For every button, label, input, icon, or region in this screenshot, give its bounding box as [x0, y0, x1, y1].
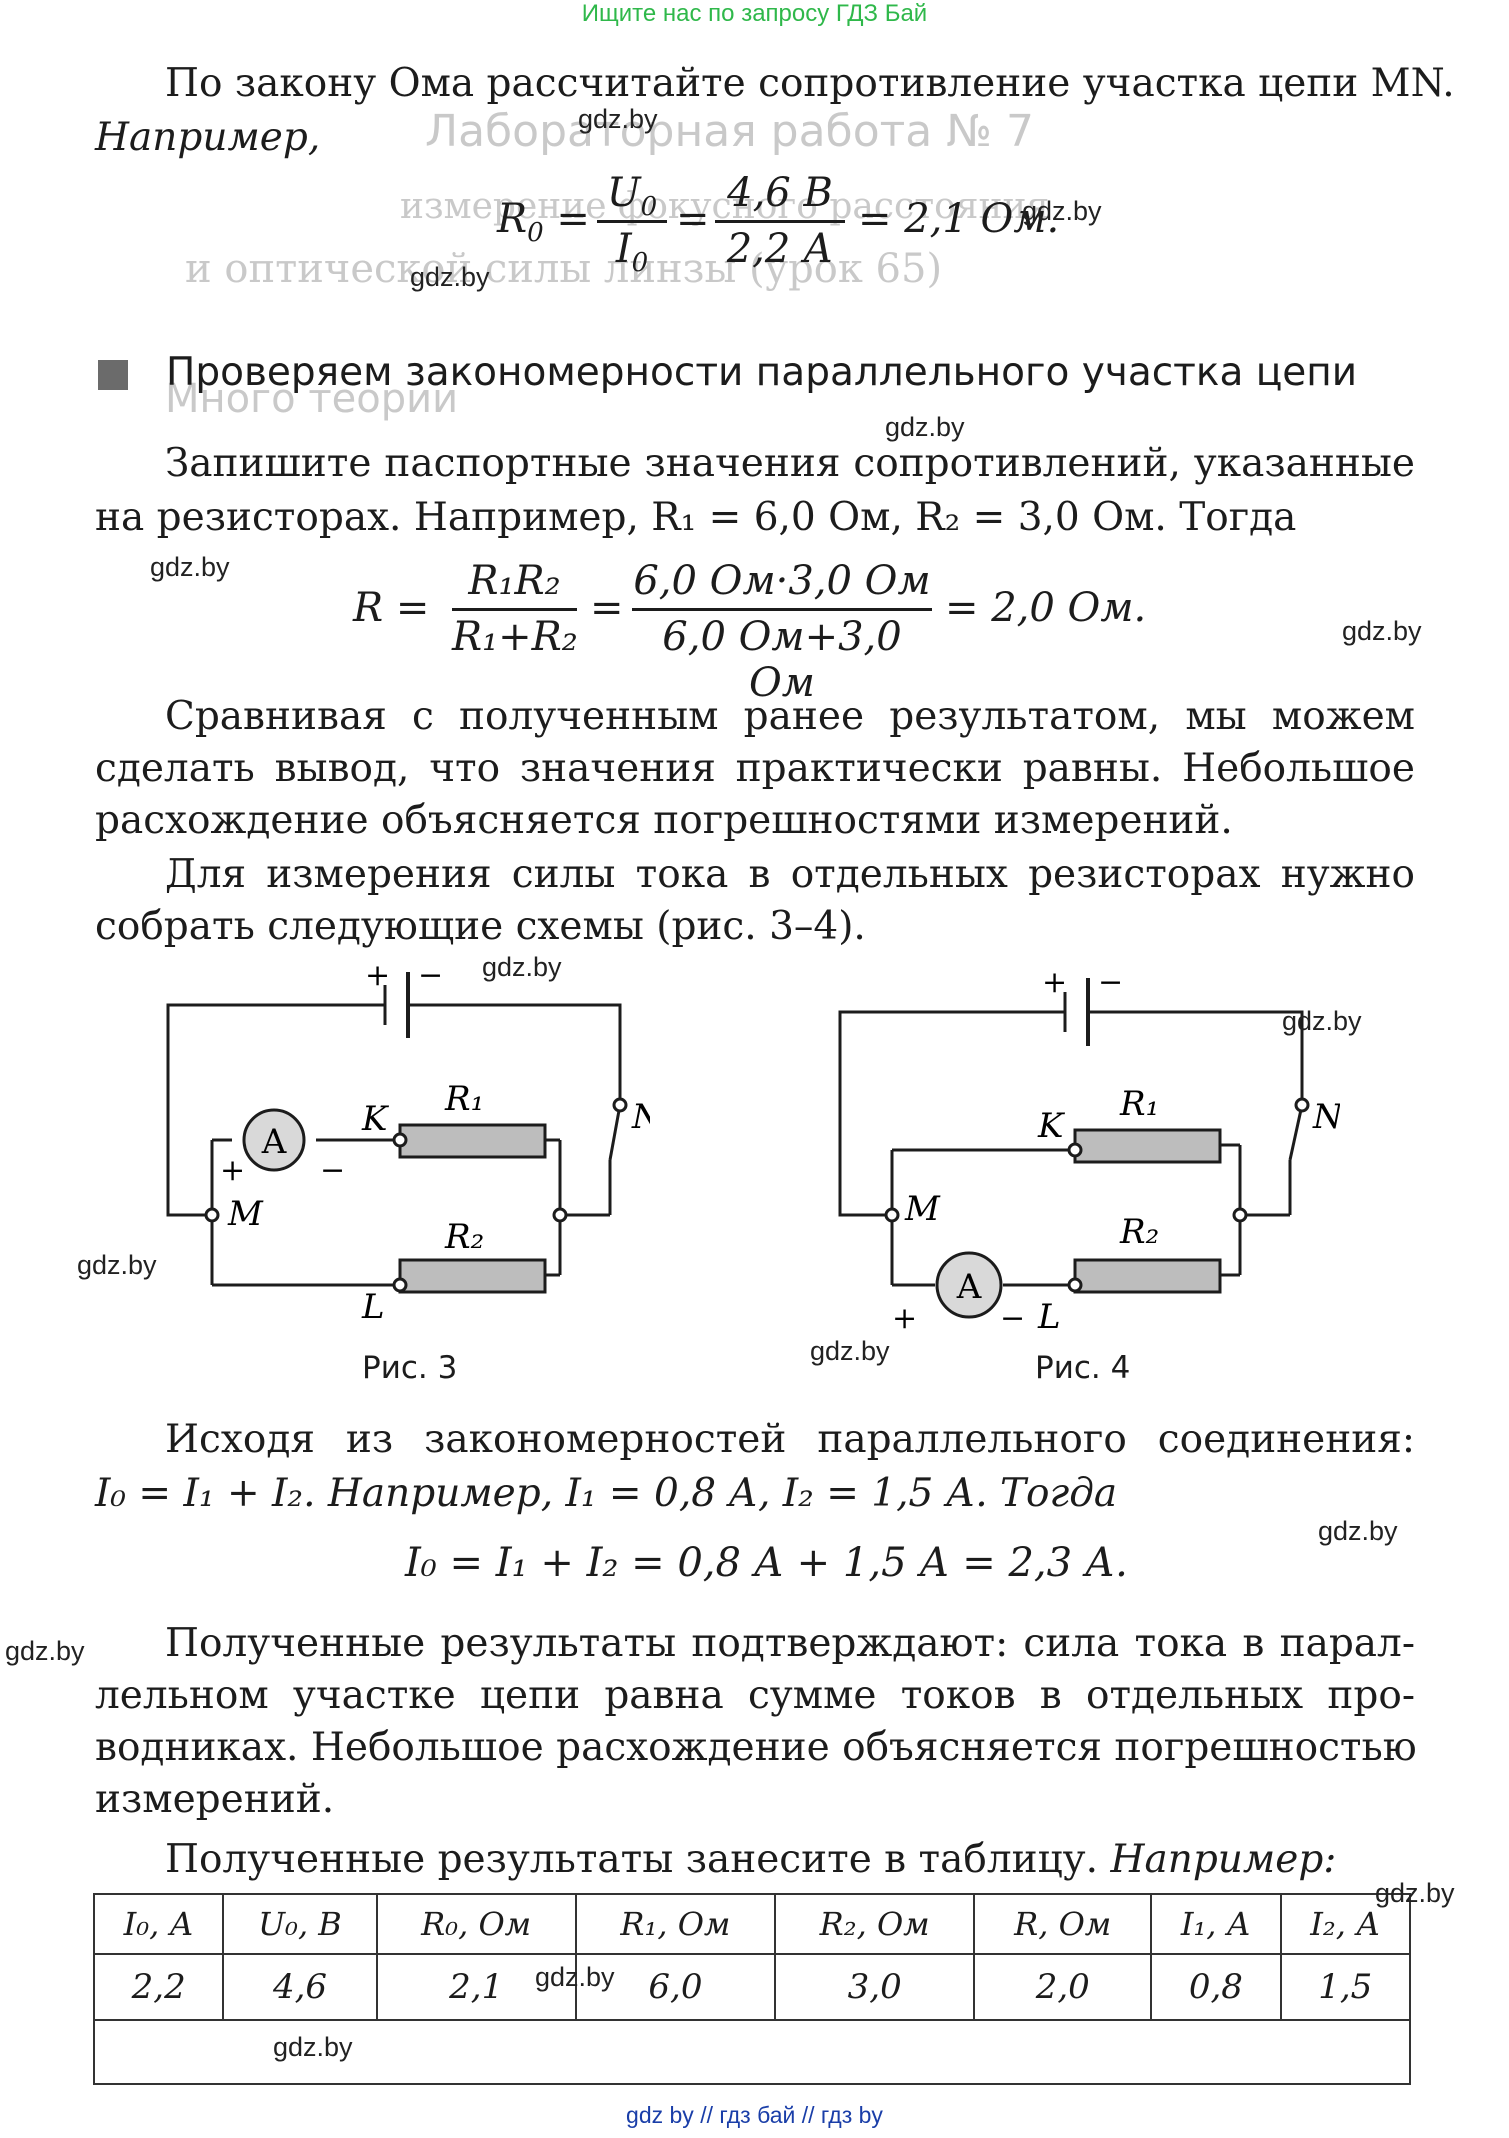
watermark: gdz.by — [535, 1962, 615, 1992]
paragraph-line: лельном участке цепи равна сумме токов в… — [95, 1673, 1415, 1718]
battery-minus: − — [418, 960, 443, 993]
bottom-banner[interactable]: gdz by // гдз бай // гдз by — [626, 2102, 883, 2128]
watermark: gdz.by — [410, 262, 490, 292]
ammeter-minus: − — [1000, 1301, 1025, 1330]
watermark: gdz.by — [1375, 1878, 1455, 1908]
watermark: gdz.by — [1022, 196, 1102, 226]
node-l-label: L — [1037, 1297, 1061, 1330]
table-header-cell: I₀, А — [92, 1893, 225, 1955]
ammeter-label: A — [261, 1122, 287, 1162]
table-header-cell: R, Ом — [973, 1893, 1153, 1955]
watermark: gdz.by — [482, 952, 562, 982]
bleed-through-line: Много теории — [165, 376, 459, 422]
node-n-label: N — [1312, 1097, 1340, 1137]
node-k-label: K — [361, 1099, 390, 1139]
table-cell: 2,2 — [92, 1953, 225, 2021]
paragraph-line: сделать вывод, что значения практически … — [95, 746, 1415, 791]
watermark: gdz.by — [810, 1336, 890, 1366]
top-banner[interactable]: Ищите нас по запросу ГДЗ Бай — [581, 0, 928, 27]
paragraph-line: Запишите паспортные значения сопротивлен… — [165, 441, 1415, 486]
watermark: gdz.by — [5, 1636, 85, 1666]
watermark: gdz.by — [77, 1250, 157, 1280]
node-k-label: K — [1037, 1106, 1066, 1146]
figure-4-caption: Рис. 4 — [1035, 1350, 1131, 1386]
watermark: gdz.by — [150, 552, 230, 582]
paragraph-line: I₀ = I₁ + I₂. Например, I₁ = 0,8 А, I₂ =… — [95, 1471, 1118, 1516]
paragraph-line: Например, — [95, 115, 321, 160]
watermark: gdz.by — [273, 2032, 353, 2062]
table-cell: 0,8 — [1150, 1953, 1282, 2021]
table-row-empty — [93, 2020, 1411, 2085]
table-cell: 4,6 — [222, 1953, 378, 2021]
paragraph-line: Сравнивая с полученным ранее результатом… — [165, 694, 1415, 739]
ammeter-plus: + — [892, 1301, 917, 1330]
watermark: gdz.by — [578, 104, 658, 134]
paragraph-line: Полученные результаты занесите в таблицу… — [165, 1837, 1337, 1882]
paragraph-line: расхождение объясняется погрешностями из… — [95, 798, 1233, 843]
battery-minus: − — [1098, 965, 1123, 1000]
node-n-label: N — [631, 1097, 650, 1137]
table-cell: 3,0 — [774, 1953, 976, 2021]
table-header-cell: R₁, Ом — [574, 1893, 777, 1955]
circuit-figure-3: A + − + − K M N L R₁ R₂ — [166, 960, 650, 1320]
table-header-row: I₀, А U₀, В R₀, Ом R₁, Ом R₂, Ом R, Ом I… — [92, 1893, 1412, 1955]
watermark: gdz.by — [1282, 1006, 1362, 1036]
table-cell: 6,0 — [574, 1953, 777, 2021]
formula-current-sum: I₀ = I₁ + I₂ = 0,8 А + 1,5 А = 2,3 А. — [405, 1540, 1128, 1586]
watermark: gdz.by — [1342, 616, 1422, 646]
paragraph-line: на резисторах. Например, R₁ = 6,0 Ом, R₂… — [95, 495, 1297, 540]
table-header-cell: I₂, А — [1279, 1893, 1412, 1955]
table-cell: 2,0 — [973, 1953, 1153, 2021]
node-m-label: M — [904, 1189, 941, 1229]
table-cell: 2,1 — [375, 1953, 577, 2021]
resistor-r2-label: R₂ — [444, 1217, 484, 1257]
paragraph-line: собрать следующие схемы (рис. 3–4). — [95, 904, 866, 949]
table-row: 2,2 4,6 2,1 6,0 3,0 2,0 0,8 1,5 — [92, 1953, 1412, 2021]
circuit-figure-4: A + − + − K M N L R₁ R₂ — [838, 965, 1340, 1330]
ammeter-label: A — [956, 1267, 982, 1307]
paragraph-line: По закону Ома рассчитайте сопротивление … — [165, 61, 1455, 106]
table-header-cell: R₂, Ом — [774, 1893, 976, 1955]
section-marker-icon — [98, 360, 128, 390]
ammeter-plus: + — [220, 1153, 245, 1188]
node-l-label: L — [361, 1287, 385, 1320]
table-header-cell: U₀, В — [222, 1893, 378, 1955]
table-header-cell: I₁, А — [1150, 1893, 1282, 1955]
bleed-through-title: Лабораторная работа № 7 — [425, 106, 1034, 157]
watermark: gdz.by — [885, 412, 965, 442]
results-table: I₀, А U₀, В R₀, Ом R₁, Ом R₂, Ом R, Ом I… — [92, 1893, 1412, 2085]
paragraph-line: Полученные результаты подтверждают: сила… — [165, 1621, 1415, 1666]
battery-plus: + — [1042, 965, 1067, 1000]
ammeter-minus: − — [320, 1153, 345, 1188]
paragraph-line: измерений. — [95, 1777, 335, 1822]
watermark: gdz.by — [1318, 1516, 1398, 1546]
resistor-r2-label: R₂ — [1119, 1212, 1159, 1252]
figure-3-caption: Рис. 3 — [362, 1350, 458, 1386]
paragraph-line: водниках. Небольшое расхождение объясняе… — [95, 1725, 1417, 1770]
node-m-label: M — [227, 1194, 264, 1234]
resistor-r1-label: R₁ — [444, 1079, 484, 1119]
resistor-r1-label: R₁ — [1119, 1084, 1159, 1124]
battery-plus: + — [365, 960, 390, 993]
paragraph-line: Исходя из закономерностей параллельного … — [165, 1417, 1415, 1462]
bleed-through-line: и оптической силы линзы (урок 65) — [185, 246, 943, 292]
table-cell: 1,5 — [1279, 1953, 1412, 2021]
paragraph-line: Для измерения силы тока в отдельных рези… — [165, 852, 1415, 897]
table-header-cell: R₀, Ом — [375, 1893, 577, 1955]
